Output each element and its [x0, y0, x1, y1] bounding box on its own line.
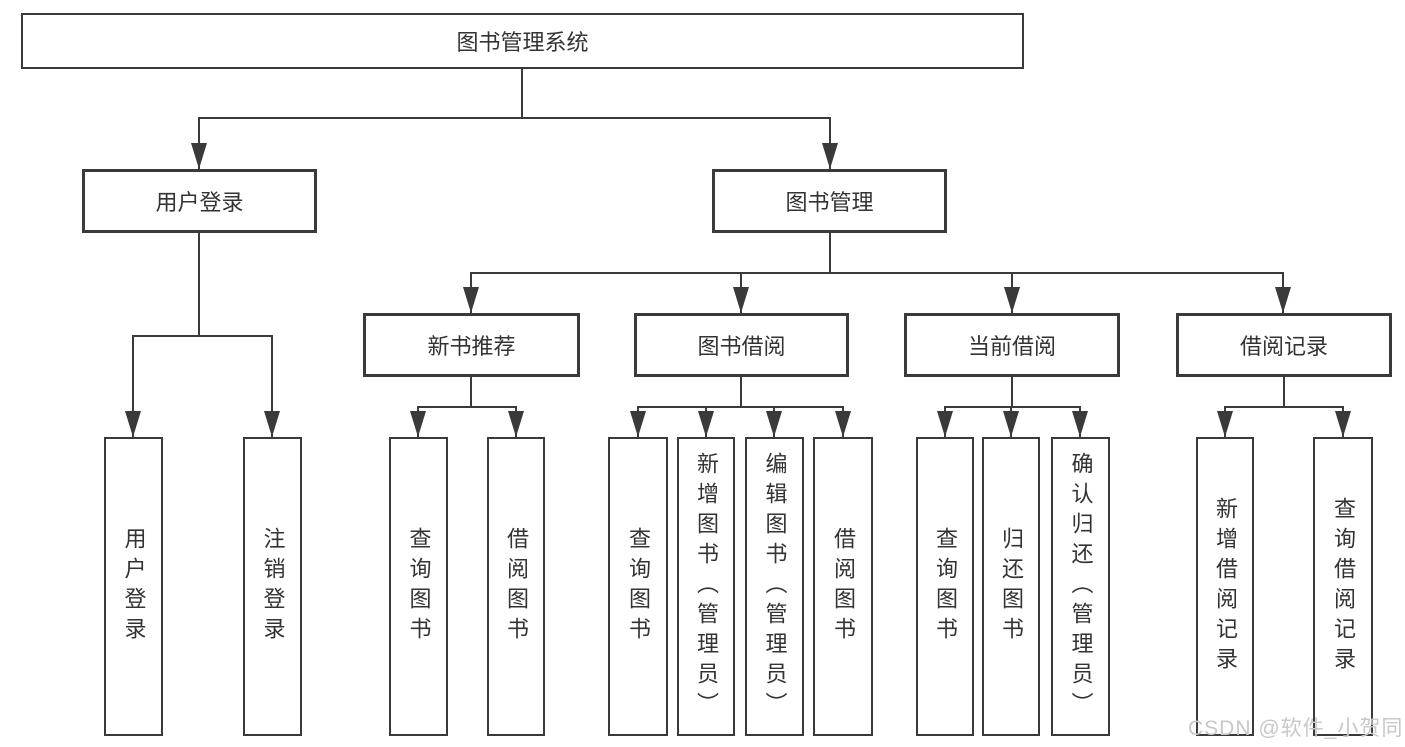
node-new-book-recommend-label: 新书推荐 [427, 334, 516, 359]
arrowhead-down-icon [410, 411, 426, 437]
arrowhead-down-icon [835, 411, 851, 437]
csdn-watermark: CSDN @软件_小贺同学 [1188, 717, 1404, 740]
connector-book-stub [829, 233, 831, 272]
leaf-nbr-borrow-book-label: 借阅图书 [504, 526, 529, 647]
leaf-bb-add-book-label: 新增图书（管理员） [694, 451, 719, 722]
leaf-bb-edit-book-label: 编辑图书（管理员） [762, 451, 788, 722]
connector-level3-horizontal [470, 272, 1284, 274]
arrowhead-down-icon [463, 287, 479, 313]
arrowhead-down-icon [264, 411, 280, 437]
leaf-cb-confirm-return-label: 确认归还（管理员） [1068, 451, 1094, 722]
connector-cb-stub [1011, 377, 1013, 406]
arrowhead-down-icon [125, 411, 141, 437]
leaf-bb-borrow-book: 借阅图书 [813, 437, 873, 736]
leaf-user-login: 用户登录 [104, 437, 163, 736]
connector-user-stub [198, 233, 200, 335]
arrowhead-down-icon [1217, 411, 1233, 437]
node-book-borrow-label: 图书借阅 [697, 334, 786, 359]
arrowhead-down-icon [630, 411, 646, 437]
leaf-bb-edit-book: 编辑图书（管理员） [745, 437, 804, 736]
node-current-borrow-label: 当前借阅 [967, 334, 1056, 359]
leaf-logout: 注销登录 [243, 437, 302, 736]
connector-user-horizontal [132, 335, 273, 337]
leaf-nbr-query-book: 查询图书 [389, 437, 448, 736]
connector-nbr-stub [470, 377, 472, 406]
connector-level2-horizontal [198, 117, 831, 119]
node-book-borrow: 图书借阅 [634, 313, 849, 377]
connector-cb-horizontal [944, 406, 1081, 408]
leaf-cb-return-book-label: 归还图书 [999, 526, 1024, 647]
leaf-cb-return-book: 归还图书 [982, 437, 1040, 736]
arrowhead-down-icon [733, 287, 749, 313]
arrowhead-down-icon [937, 411, 953, 437]
leaf-bb-borrow-book-label: 借阅图书 [831, 526, 856, 647]
leaf-bb-add-book: 新增图书（管理员） [677, 437, 735, 736]
connector-nbr-horizontal [417, 406, 517, 408]
arrowhead-down-icon [698, 411, 714, 437]
connector-leaf-drop [271, 335, 273, 437]
leaf-br-add-record-label: 新增借阅记录 [1213, 496, 1238, 677]
arrowhead-down-icon [191, 143, 207, 169]
arrowhead-down-icon [766, 411, 782, 437]
node-book-management-label: 图书管理 [785, 190, 874, 215]
node-current-borrow: 当前借阅 [904, 313, 1120, 377]
arrowhead-down-icon [508, 411, 524, 437]
arrowhead-down-icon [1072, 411, 1088, 437]
leaf-br-query-record-label: 查询借阅记录 [1331, 496, 1356, 677]
leaf-cb-confirm-return: 确认归还（管理员） [1051, 437, 1110, 736]
node-user-login: 用户登录 [82, 169, 317, 233]
arrowhead-down-icon [1003, 411, 1019, 437]
node-new-book-recommend: 新书推荐 [363, 313, 580, 377]
connector-bb-stub [740, 377, 742, 406]
arrowhead-down-icon [822, 143, 838, 169]
arrowhead-down-icon [1335, 411, 1351, 437]
node-borrow-record-label: 借阅记录 [1239, 334, 1328, 359]
node-borrow-record: 借阅记录 [1176, 313, 1392, 377]
connector-root-stub [521, 69, 523, 117]
node-user-login-label: 用户登录 [155, 190, 244, 215]
node-root-label: 图书管理系统 [456, 30, 589, 55]
node-root: 图书管理系统 [21, 13, 1024, 69]
arrowhead-down-icon [1004, 287, 1020, 313]
leaf-nbr-query-book-label: 查询图书 [406, 526, 432, 647]
leaf-cb-query-book-label: 查询图书 [933, 526, 958, 647]
leaf-logout-label: 注销登录 [260, 526, 286, 647]
node-book-management: 图书管理 [712, 169, 947, 233]
connector-br-stub [1283, 377, 1285, 406]
connector-bb-horizontal [637, 406, 844, 408]
connector-leaf-drop [132, 335, 134, 437]
arrowhead-down-icon [1275, 287, 1291, 313]
leaf-bb-query-book-label: 查询图书 [626, 526, 651, 647]
leaf-br-add-record: 新增借阅记录 [1196, 437, 1254, 736]
leaf-bb-query-book: 查询图书 [608, 437, 668, 736]
leaf-cb-query-book: 查询图书 [916, 437, 974, 736]
connector-br-horizontal [1224, 406, 1344, 408]
leaf-br-query-record: 查询借阅记录 [1313, 437, 1373, 736]
leaf-user-login-label: 用户登录 [121, 526, 147, 647]
leaf-nbr-borrow-book: 借阅图书 [487, 437, 545, 736]
